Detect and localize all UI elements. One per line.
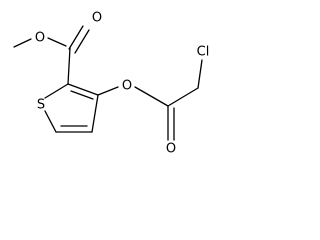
acetoxy-carbonyl-oxygen-label: O (166, 142, 176, 156)
bond-ring-c2-sulfur (44, 83, 69, 99)
ester-ether-oxygen-label: O (35, 31, 45, 46)
bond-acyl-carbon-methylene (167, 87, 199, 107)
bond-ring-c3-c2 (67, 83, 99, 96)
bond-oxygen-acyl-carbon (134, 86, 169, 107)
bond-ring-sulfur-c5 (44, 110, 57, 133)
bond-ester-oxygen-carbon (47, 37, 67, 47)
thiophene-sulfur-label: S (37, 98, 45, 113)
bond-ring-c3-c2-inner (70, 90, 94, 100)
ester-carbonyl-oxygen-label: O (92, 11, 102, 26)
bond-ring-c4-c3 (91, 94, 99, 133)
acetoxy-ether-oxygen-label: O (122, 79, 132, 94)
molecule-structure-diagram: O O S O O Cl (13, 11, 210, 156)
bond-ring-c3-oxygen (97, 86, 119, 96)
bond-ester-carbon-ring (67, 47, 71, 85)
chlorine-label: Cl (197, 45, 210, 60)
bond-ester-carbonyl (68, 25, 84, 50)
bond-methyl-oxygen (13, 38, 32, 48)
bond-methylene-chlorine (197, 59, 203, 89)
bond-ester-carbonyl-double (74, 29, 90, 54)
